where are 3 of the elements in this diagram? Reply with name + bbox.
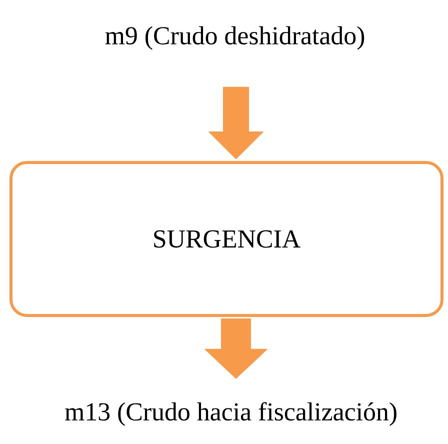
process-box: SURGENCIA [10, 161, 444, 317]
stream-label: m9 (Crudo deshidratado) [105, 26, 364, 50]
stream-label: m13 (Crudo hacia fiscalización) [65, 402, 396, 426]
